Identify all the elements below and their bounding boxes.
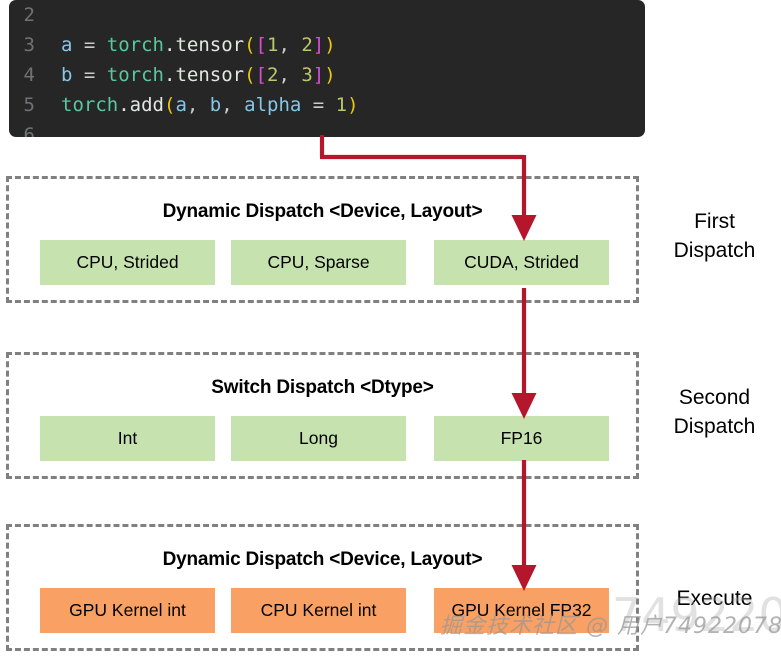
code-line: 2 xyxy=(9,0,645,30)
code-line-number: 2 xyxy=(23,4,35,26)
chip-row-first: CPU, Strided CPU, Sparse CUDA, Strided xyxy=(9,240,636,285)
stage-title-second: Switch Dispatch <Dtype> xyxy=(211,377,434,398)
watermark-text: 掘金技术社区 @ 用户749220780005 xyxy=(440,614,781,639)
code-token: ] xyxy=(312,64,325,86)
stage-second-dispatch: Switch Dispatch <Dtype> Int Long FP16 xyxy=(6,352,639,479)
code-token: add xyxy=(129,94,164,116)
code-token: ) xyxy=(324,34,336,56)
code-line-number: 4 xyxy=(23,64,35,86)
side-label-first-dispatch: First Dispatch xyxy=(648,207,781,265)
code-line-text[interactable]: a = torch.tensor([1, 2]) xyxy=(61,30,336,60)
code-token: tensor xyxy=(175,64,245,86)
stage-title-execute: Dynamic Dispatch <Device, Layout> xyxy=(162,549,483,570)
code-token: 2 xyxy=(266,64,279,86)
code-token: ( xyxy=(244,64,256,86)
code-token: 1 xyxy=(266,34,279,56)
code-token: [ xyxy=(255,34,267,56)
side-label-execute-line1: Execute xyxy=(676,587,753,610)
chip-gpu-kernel-int[interactable]: GPU Kernel int xyxy=(40,588,215,633)
stage-first-dispatch: Dynamic Dispatch <Device, Layout> CPU, S… xyxy=(6,176,639,303)
code-token: , xyxy=(221,94,245,116)
code-line-text[interactable]: b = torch.tensor([2, 3]) xyxy=(61,60,336,90)
chip-cpu-strided[interactable]: CPU, Strided xyxy=(40,240,215,285)
code-line: 3 a = torch.tensor([1, 2]) xyxy=(9,30,645,60)
code-token: torch xyxy=(106,64,164,86)
code-token: torch xyxy=(61,94,119,116)
code-line: 4 b = torch.tensor([2, 3]) xyxy=(9,60,645,90)
code-token: 3 xyxy=(301,64,313,86)
code-token: b xyxy=(61,64,73,86)
side-label-second-line2: Dispatch xyxy=(673,415,756,438)
code-line-number: 6 xyxy=(23,124,35,137)
code-token: torch xyxy=(106,34,164,56)
code-token: . xyxy=(163,64,176,86)
code-token: = xyxy=(72,64,107,86)
code-token: , xyxy=(278,34,302,56)
code-token: a xyxy=(175,94,187,116)
code-token: 2 xyxy=(301,34,313,56)
side-label-first-line1: First xyxy=(694,210,735,233)
code-token: b xyxy=(209,94,222,116)
code-token: 1 xyxy=(335,94,348,116)
code-line-text[interactable]: torch.add(a, b, alpha = 1) xyxy=(61,90,359,120)
code-token: [ xyxy=(255,64,267,86)
code-line-number: 5 xyxy=(23,94,35,116)
chip-row-second: Int Long FP16 xyxy=(9,416,636,461)
chip-int[interactable]: Int xyxy=(40,416,215,461)
chip-long[interactable]: Long xyxy=(231,416,406,461)
chip-cuda-strided[interactable]: CUDA, Strided xyxy=(434,240,609,285)
side-label-second-line1: Second xyxy=(678,386,751,409)
code-token: a xyxy=(61,34,73,56)
code-token: tensor xyxy=(175,34,245,56)
code-token: , xyxy=(186,94,210,116)
chip-gpu-kernel-fp32[interactable]: GPU Kernel FP32 xyxy=(434,588,609,633)
code-token: ] xyxy=(312,34,325,56)
stage-execute: Dynamic Dispatch <Device, Layout> GPU Ke… xyxy=(6,524,639,651)
side-label-second-dispatch: Second Dispatch xyxy=(648,383,781,441)
side-label-first-line2: Dispatch xyxy=(673,239,756,262)
chip-row-execute: GPU Kernel int CPU Kernel int GPU Kernel… xyxy=(9,588,636,633)
code-token: . xyxy=(118,94,130,116)
code-token: = xyxy=(72,34,107,56)
code-token: ) xyxy=(347,94,359,116)
chip-cpu-kernel-int[interactable]: CPU Kernel int xyxy=(231,588,406,633)
code-token: alpha xyxy=(244,94,302,116)
code-line-number: 3 xyxy=(23,34,35,56)
code-token: ) xyxy=(324,64,336,86)
side-label-execute: Execute xyxy=(648,584,781,613)
chip-fp16[interactable]: FP16 xyxy=(434,416,609,461)
code-token: , xyxy=(278,64,302,86)
code-token: = xyxy=(301,94,336,116)
code-line: 6 xyxy=(9,120,645,137)
chip-cpu-sparse[interactable]: CPU, Sparse xyxy=(231,240,406,285)
code-line: 5 torch.add(a, b, alpha = 1) xyxy=(9,90,645,120)
watermark-overlay-number: 749220780005 xyxy=(612,588,781,642)
code-token: . xyxy=(163,34,176,56)
code-token: ( xyxy=(163,94,176,116)
stage-title-first: Dynamic Dispatch <Device, Layout> xyxy=(162,201,483,222)
code-token: ( xyxy=(244,34,256,56)
